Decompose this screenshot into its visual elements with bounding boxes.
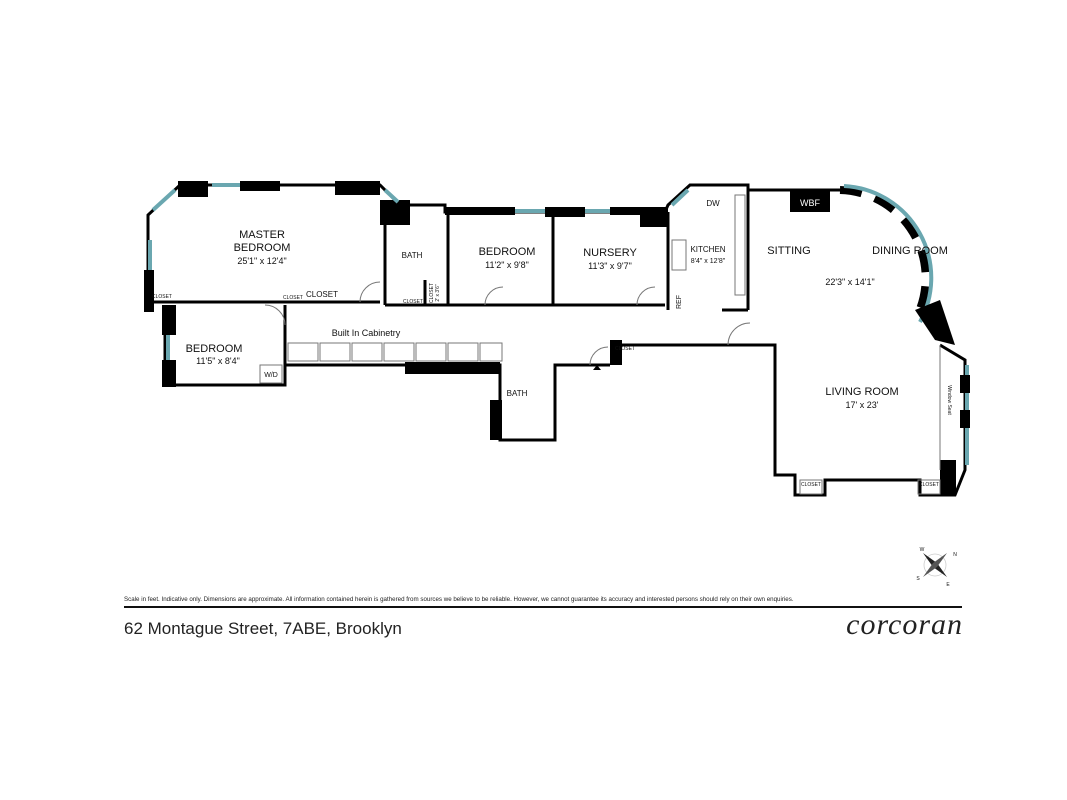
dining-name: DINING ROOM bbox=[872, 245, 948, 257]
refrigerator-label: REF bbox=[676, 295, 683, 309]
bath2-name: BATH bbox=[507, 389, 528, 398]
compass-rose-icon: W N S E bbox=[916, 547, 957, 588]
closet-label: CLOSET bbox=[283, 295, 303, 301]
master-bedroom-name-1: MASTER bbox=[239, 229, 285, 241]
compass-s: S bbox=[916, 576, 920, 582]
built-in-label: Built In Cabinetry bbox=[332, 328, 401, 338]
living-name: LIVING ROOM bbox=[825, 386, 898, 398]
kitchen-name: KITCHEN bbox=[690, 245, 725, 254]
compass-w: W bbox=[920, 547, 925, 553]
address: 62 Montague Street, 7ABE, Brooklyn bbox=[124, 619, 402, 638]
compass-e: E bbox=[946, 582, 950, 588]
wood-burning-fireplace-label: WBF bbox=[800, 198, 820, 208]
compass-n: N bbox=[953, 552, 957, 558]
disclaimer: Scale in feet. Indicative only. Dimensio… bbox=[124, 596, 794, 603]
closet-label: CLOSET bbox=[403, 299, 423, 305]
master-bedroom-dims: 25'1" x 12'4" bbox=[237, 256, 286, 266]
dining-dims: 22'3" x 14'1" bbox=[825, 277, 874, 287]
divider bbox=[124, 606, 962, 608]
entry-arrow-icon bbox=[593, 365, 601, 374]
corcoran-logo: corcoran bbox=[846, 608, 963, 641]
nursery-dims: 11'3" x 9'7" bbox=[588, 261, 632, 271]
closet-dims: 2' x 3'6" bbox=[435, 284, 441, 302]
bedroom-small-name: BEDROOM bbox=[186, 343, 243, 355]
closet-label: CLOSET bbox=[306, 290, 338, 299]
master-bedroom-name-2: BEDROOM bbox=[234, 242, 291, 254]
kitchen-dims: 8'4" x 12'8" bbox=[691, 258, 726, 265]
bath1-name: BATH bbox=[402, 251, 423, 260]
bedroom-name: BEDROOM bbox=[479, 246, 536, 258]
closet-label: CLOSET bbox=[152, 294, 172, 300]
closet-label: CLOSET bbox=[919, 482, 939, 488]
closet-label: CLOSET bbox=[615, 346, 635, 352]
closet-label: CLOSET bbox=[429, 283, 435, 303]
walls bbox=[144, 181, 970, 497]
built-in-cabinetry bbox=[287, 342, 503, 362]
washer-dryer-label: W/D bbox=[264, 372, 278, 379]
closet-label: CLOSET bbox=[801, 482, 821, 488]
window-seat-label: Window Seat bbox=[946, 385, 952, 415]
bedroom-dims: 11'2" x 9'8" bbox=[485, 260, 529, 270]
sitting-name: SITTING bbox=[767, 245, 810, 257]
dishwasher-label: DW bbox=[706, 199, 720, 208]
nursery-name: NURSERY bbox=[583, 247, 637, 259]
living-dims: 17' x 23' bbox=[846, 400, 879, 410]
bedroom-small-dims: 11'5" x 8'4" bbox=[196, 356, 240, 366]
